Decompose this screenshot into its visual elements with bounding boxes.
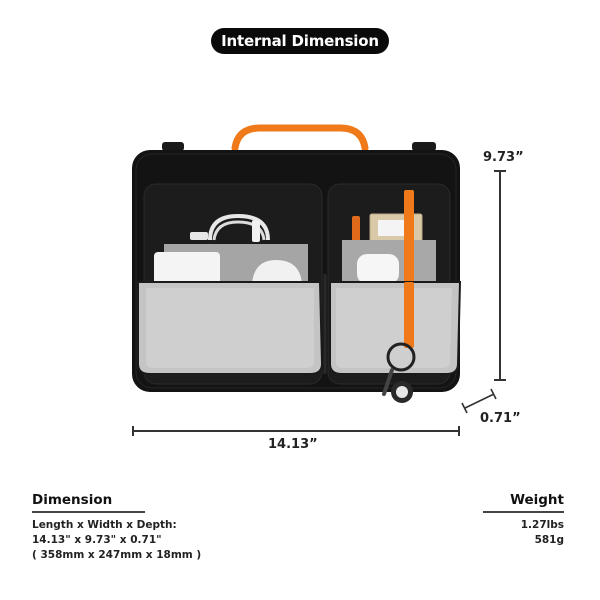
dimension-spec: Length x Width x Depth: 14.13" x 9.73" x…: [32, 518, 201, 563]
height-line-bottom-cap: [494, 379, 506, 381]
depth-measurement-line: [461, 388, 497, 414]
weight-imperial: 1.27lbs: [520, 519, 564, 531]
depth-measurement-label: 0.71”: [480, 411, 521, 426]
dimension-line-2: 14.13" x 9.73" x 0.71": [32, 534, 162, 546]
height-measurement-label: 9.73”: [483, 150, 524, 165]
weight-divider: [483, 511, 564, 513]
length-line-right-cap: [458, 426, 460, 436]
weight-spec: 1.27lbs 581g: [521, 518, 564, 548]
length-measurement-line: [132, 430, 459, 432]
dimension-divider: [32, 511, 145, 513]
weight-metric: 581g: [534, 534, 564, 546]
weight-heading: Weight: [510, 492, 564, 508]
length-measurement-label: 14.13”: [268, 437, 318, 452]
dimension-line-3: ( 358mm x 247mm x 18mm ): [32, 549, 202, 561]
laptop-sleeve-bag-image: [132, 124, 462, 403]
dimension-heading: Dimension: [32, 492, 113, 508]
internal-dimension-badge: Internal Dimension: [211, 28, 389, 54]
height-measurement-line: [499, 171, 501, 380]
dimension-line-1: Length x Width x Depth:: [32, 519, 177, 531]
